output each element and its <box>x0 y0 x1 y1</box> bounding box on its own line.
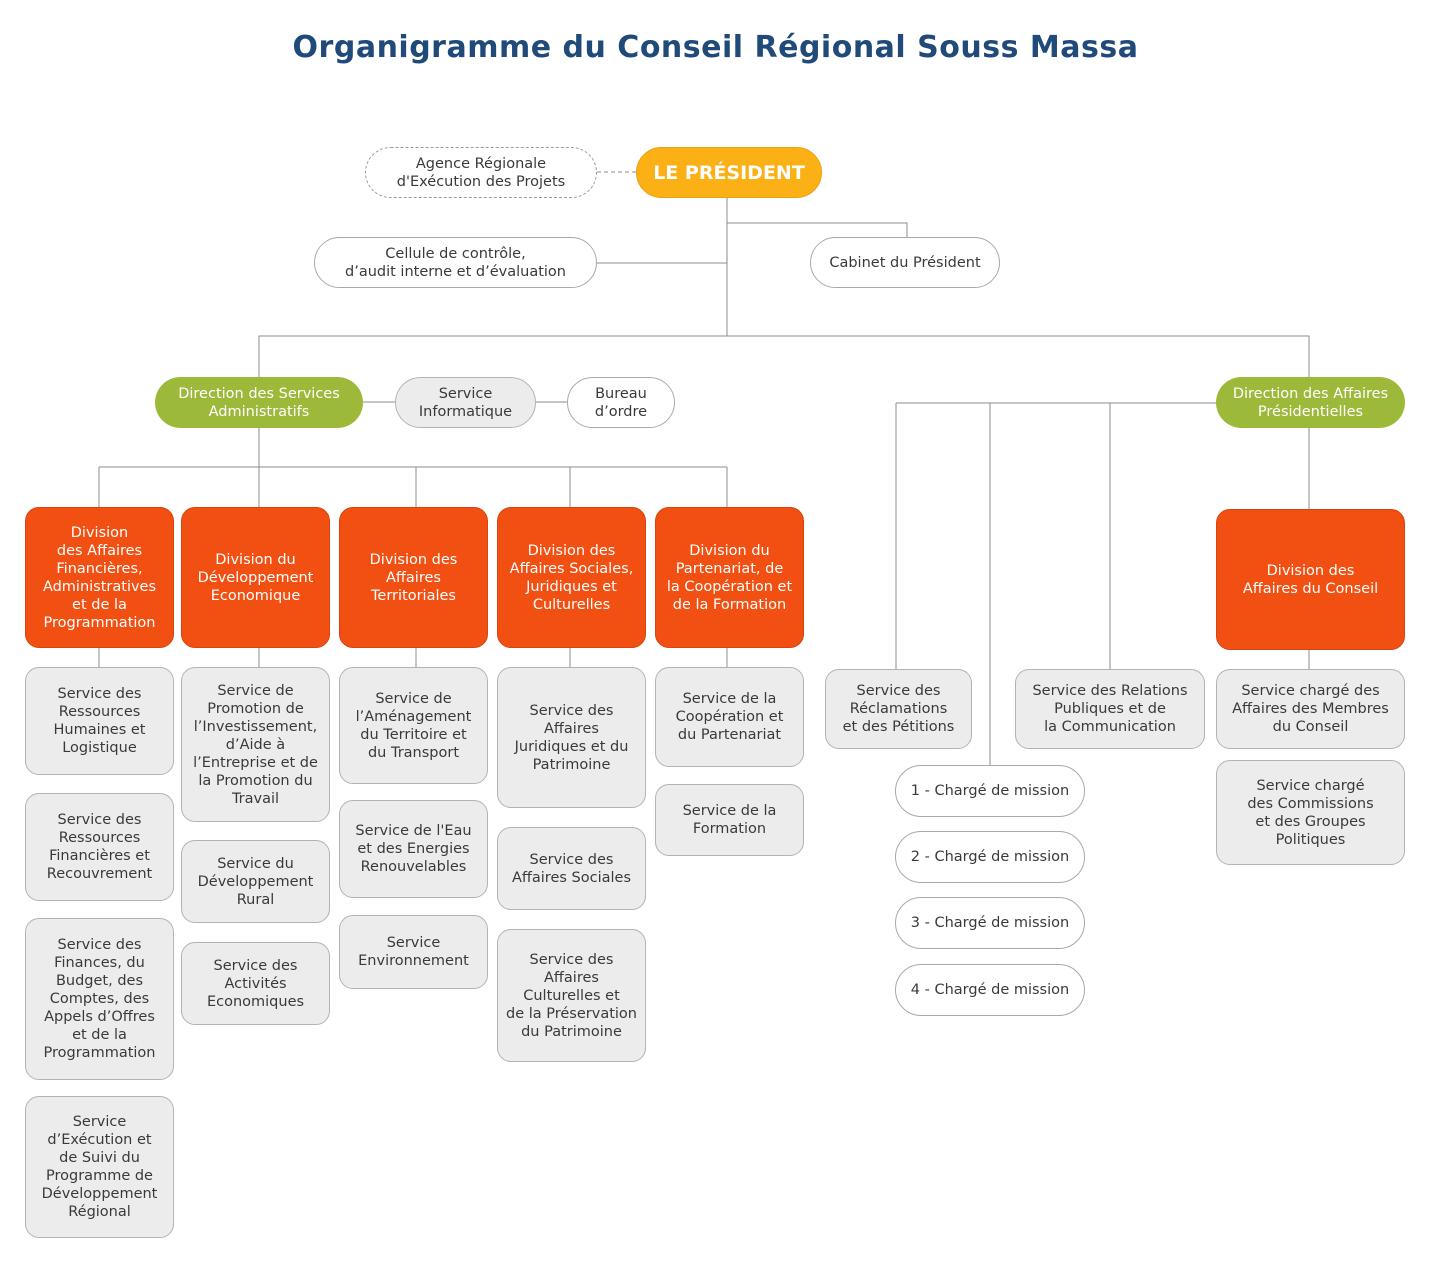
mission-label: 4 - Chargé de mission <box>910 982 1070 998</box>
service-label: Service des Affaires Culturelles et de l… <box>506 951 637 1040</box>
mission-label: 2 - Chargé de mission <box>910 849 1070 865</box>
division-affaires-sociales: Division des Affaires Sociales, Juridiqu… <box>497 507 646 648</box>
service-node: Service chargé des Affaires des Membres … <box>1216 669 1405 749</box>
president-label: LE PRÉSIDENT <box>653 161 805 184</box>
charge-mission-node: 4 - Chargé de mission <box>895 964 1085 1016</box>
service-label: Service de l’Aménagement du Territoire e… <box>355 690 472 761</box>
service-label: Service des Ressources Humaines et Logis… <box>53 686 146 756</box>
division-affaires-financieres: Division des Affaires Financières, Admin… <box>25 507 174 648</box>
service-label: Service des Activités Economiques <box>206 957 305 1010</box>
mission-label: 1 - Chargé de mission <box>910 783 1070 799</box>
service-node: Service des Affaires Culturelles et de l… <box>497 929 646 1062</box>
service-label: Service des Affaires Juridiques et du Pa… <box>514 702 629 773</box>
service-label: Service du Développement Rural <box>197 855 314 908</box>
bureau-ordre-node: Bureau d’ordre <box>567 377 675 428</box>
dsa-label: Direction des Services Administratifs <box>178 385 340 420</box>
division-label: Division des Affaires Territoriales <box>369 551 458 604</box>
service-label: Service de la Coopération et du Partenar… <box>675 691 784 743</box>
service-node: Service de l’Aménagement du Territoire e… <box>339 667 488 784</box>
service-label: Service de Promotion de l’Investissement… <box>193 682 318 807</box>
service-node: Service de l'Eau et des Energies Renouve… <box>339 800 488 898</box>
charge-mission-node: 2 - Chargé de mission <box>895 831 1085 883</box>
service-node: Service des Finances, du Budget, des Com… <box>25 918 174 1080</box>
service-node: Service de Promotion de l’Investissement… <box>181 667 330 822</box>
service-node: Service des Affaires Sociales <box>497 827 646 910</box>
service-relations-node: Service des Relations Publiques et de la… <box>1015 669 1205 749</box>
service-node: Service chargé des Commissions et des Gr… <box>1216 760 1405 865</box>
service-node: Service de la Coopération et du Partenar… <box>655 667 804 767</box>
service-node: Service d’Exécution et de Suivi du Progr… <box>25 1096 174 1238</box>
mission-label: 3 - Chargé de mission <box>910 915 1070 931</box>
division-partenariat: Division du Partenariat, de la Coopérati… <box>655 507 804 648</box>
service-informatique-label: Service Informatique <box>418 385 513 420</box>
division-label: Division des Affaires du Conseil <box>1242 562 1379 597</box>
division-label: Division du Partenariat, de la Coopérati… <box>666 542 793 613</box>
direction-affaires-presidentielles: Direction des Affaires Présidentielles <box>1216 377 1405 428</box>
service-label: Service des Finances, du Budget, des Com… <box>43 937 156 1061</box>
agence-node: Agence Régionale d'Exécution des Projets <box>365 147 597 198</box>
service-label: Service des Ressources Financières et Re… <box>46 812 153 882</box>
division-label: Division des Affaires Financières, Admin… <box>42 524 157 631</box>
division-affaires-territoriales: Division des Affaires Territoriales <box>339 507 488 648</box>
service-label: Service des Réclamations et des Pétition… <box>842 683 955 735</box>
page-title: Organigramme du Conseil Régional Souss M… <box>292 30 1139 65</box>
agence-label: Agence Régionale d'Exécution des Projets <box>396 155 566 190</box>
charge-mission-node: 3 - Chargé de mission <box>895 897 1085 949</box>
service-node: Service du Développement Rural <box>181 840 330 923</box>
service-label: Service des Affaires Sociales <box>511 851 632 886</box>
dap-label: Direction des Affaires Présidentielles <box>1232 385 1389 420</box>
division-affaires-conseil: Division des Affaires du Conseil <box>1216 509 1405 650</box>
service-label: Service chargé des Commissions et des Gr… <box>1247 777 1374 848</box>
cellule-node: Cellule de contrôle, d’audit interne et … <box>314 237 597 288</box>
cabinet-label: Cabinet du Président <box>829 254 981 271</box>
service-node: Service des Activités Economiques <box>181 942 330 1025</box>
direction-services-administratifs: Direction des Services Administratifs <box>155 377 363 428</box>
service-label: Service Environnement <box>358 935 469 969</box>
division-developpement-economique: Division du Développement Economique <box>181 507 330 648</box>
president-node: LE PRÉSIDENT <box>636 147 822 198</box>
service-label: Service chargé des Affaires des Membres … <box>1232 683 1389 735</box>
service-label: Service de la Formation <box>682 803 777 837</box>
bureau-ordre-label: Bureau d’ordre <box>594 385 648 420</box>
division-label: Division des Affaires Sociales, Juridiqu… <box>509 542 634 613</box>
service-node: Service des Ressources Humaines et Logis… <box>25 667 174 775</box>
service-informatique-node: Service Informatique <box>395 377 536 428</box>
cabinet-node: Cabinet du Président <box>810 237 1000 288</box>
division-label: Division du Développement Economique <box>197 551 314 604</box>
service-node: Service de la Formation <box>655 784 804 856</box>
charge-mission-node: 1 - Chargé de mission <box>895 765 1085 817</box>
service-label: Service des Relations Publiques et de la… <box>1032 683 1188 735</box>
service-label: Service d’Exécution et de Suivi du Progr… <box>41 1114 158 1220</box>
service-node: Service des Affaires Juridiques et du Pa… <box>497 667 646 808</box>
service-reclamations-node: Service des Réclamations et des Pétition… <box>825 669 972 749</box>
cellule-label: Cellule de contrôle, d’audit interne et … <box>345 245 566 280</box>
service-node: Service des Ressources Financières et Re… <box>25 793 174 901</box>
service-node: Service Environnement <box>339 915 488 989</box>
service-label: Service de l'Eau et des Energies Renouve… <box>355 823 472 875</box>
